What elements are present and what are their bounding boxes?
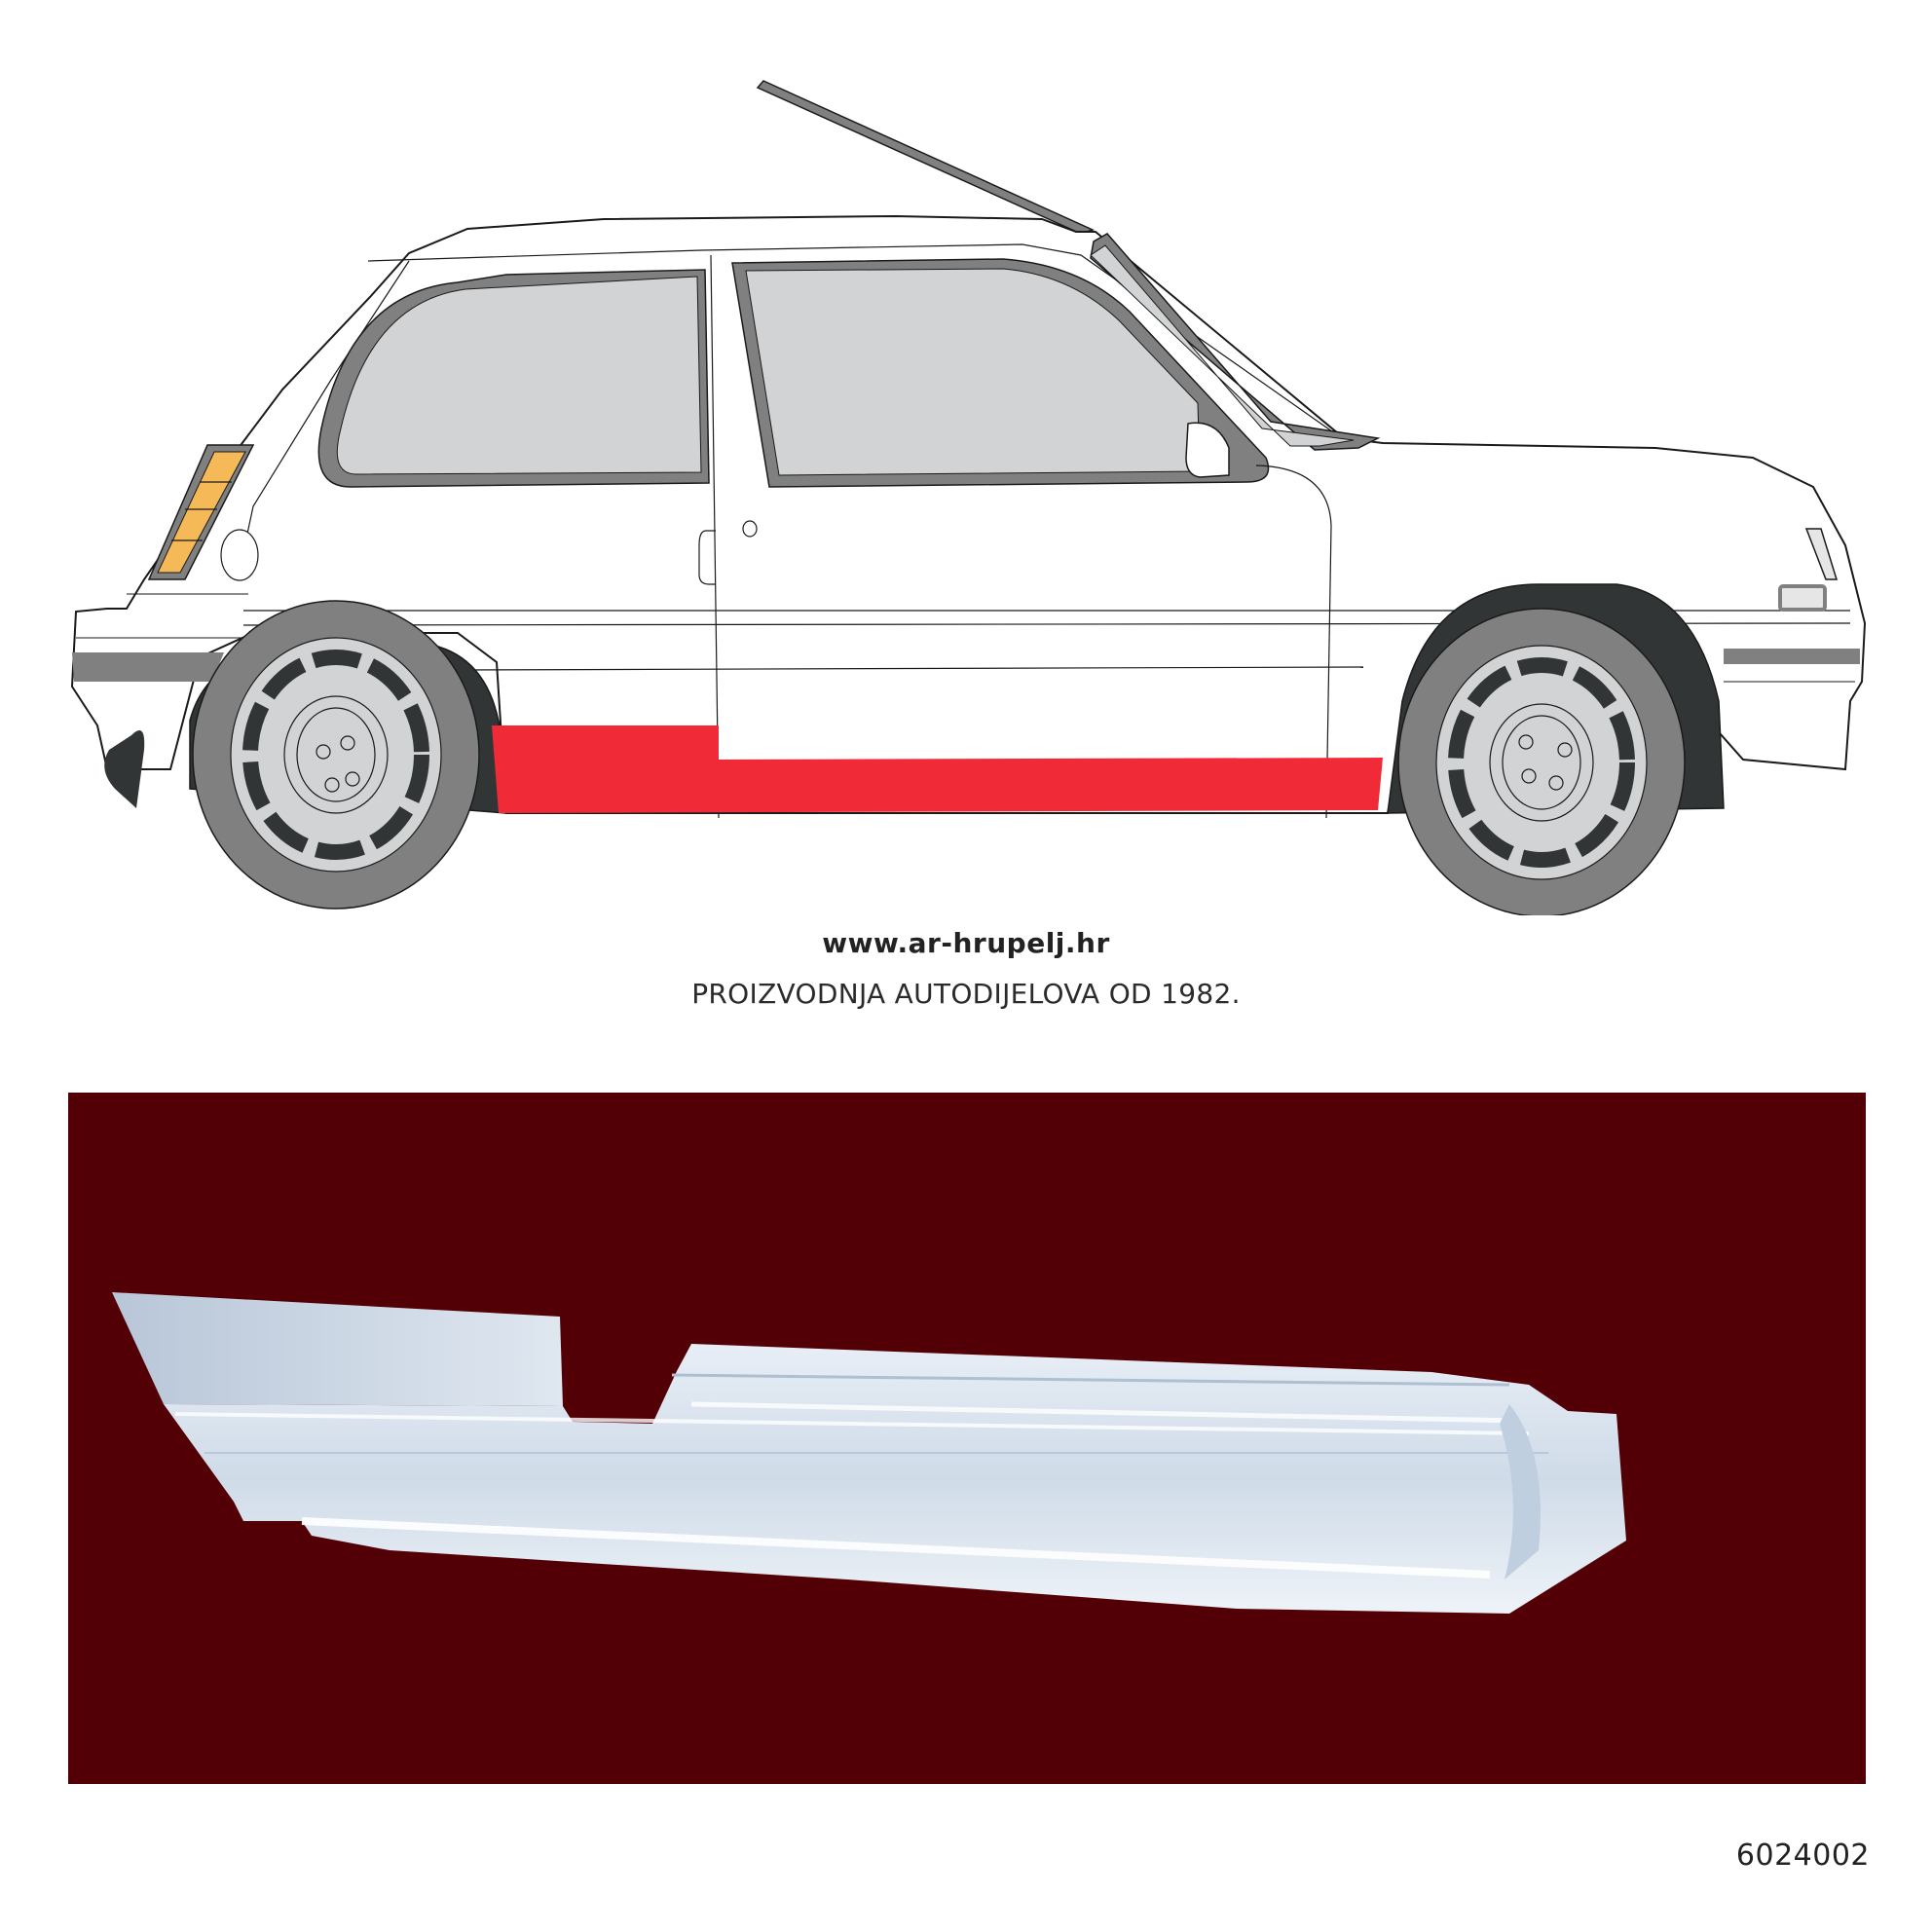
- rear-wheel: [192, 600, 480, 910]
- headlight: [1804, 528, 1839, 580]
- fuel-cap: [220, 529, 259, 581]
- front-wheel: [1397, 608, 1686, 915]
- antenna: [756, 80, 1096, 235]
- rear-window-glass: [336, 276, 702, 475]
- side-mirror: [1185, 422, 1230, 478]
- car-illustration: [70, 80, 1867, 915]
- door-lock: [742, 520, 758, 538]
- rocker-panel-rear-flange: [112, 1292, 563, 1406]
- product-photo: [68, 1093, 1866, 1784]
- door-handle: [698, 530, 716, 585]
- rear-bumper-stripe: [72, 652, 224, 682]
- part-number: 6024002: [1735, 1839, 1870, 1873]
- rocker-panel-photo: [112, 1292, 1626, 1614]
- windshield-glass: [1090, 244, 1355, 447]
- front-bumper-stripe: [1724, 649, 1860, 664]
- company-tagline: PROIZVODNJA AUTODIJELOVA OD 1982.: [691, 978, 1241, 1010]
- highlighted-rocker-panel: [492, 725, 1383, 813]
- rocker-panel-body: [164, 1344, 1626, 1614]
- car-diagram: [0, 0, 1932, 915]
- front-indicator: [1778, 584, 1827, 612]
- door-window-glass: [745, 268, 1201, 476]
- website-url[interactable]: www.ar-hrupelj.hr: [822, 927, 1110, 959]
